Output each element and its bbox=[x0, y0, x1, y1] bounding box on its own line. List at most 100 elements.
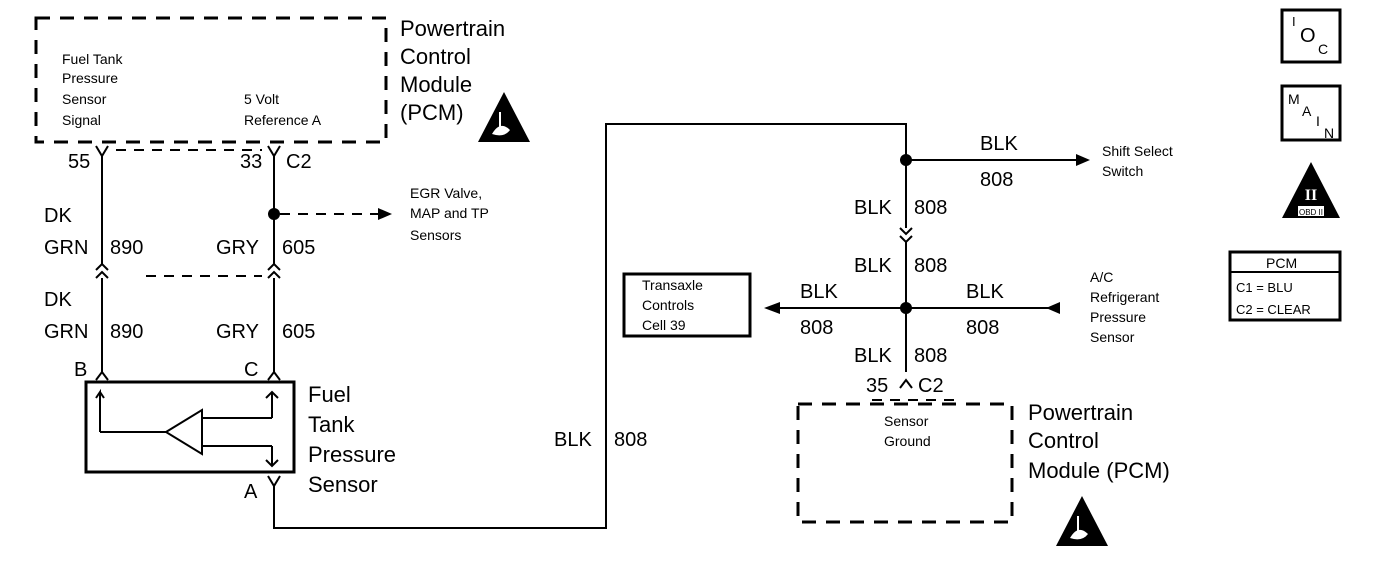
pcm-table-c2: C2 = CLEAR bbox=[1236, 302, 1311, 317]
signal-label-1: Fuel Tank bbox=[62, 51, 123, 67]
transaxle-controls-box bbox=[622, 272, 752, 338]
wire-890-lower-color-1: DK bbox=[44, 289, 72, 311]
down-wire-circuit: 808 bbox=[914, 197, 947, 219]
wire-808-ground bbox=[273, 123, 907, 529]
ac-label-3: Pressure bbox=[1090, 309, 1146, 325]
oc-o: O bbox=[1300, 25, 1316, 47]
obd-numeral: II bbox=[1305, 187, 1317, 204]
pin-33: 33 bbox=[240, 151, 262, 173]
inline-connector-605-icon bbox=[267, 262, 281, 279]
transaxle-label-3: Cell 39 bbox=[642, 317, 686, 333]
inline-connector-808-icon bbox=[899, 227, 913, 244]
oc-c: C bbox=[1318, 41, 1328, 57]
wire-890-upper-color-1: DK bbox=[44, 205, 72, 227]
mid-wire-color: BLK bbox=[854, 255, 892, 277]
wire-605-lower-color: GRY bbox=[216, 321, 259, 343]
connector-c2-top: C2 bbox=[286, 151, 312, 173]
sensor-pin-c: C bbox=[244, 359, 258, 381]
right-wire-color: BLK bbox=[966, 281, 1004, 303]
pcm-bottom-title-2: Control bbox=[1028, 428, 1099, 453]
shift-label-2: Switch bbox=[1102, 163, 1143, 179]
pin-35: 35 bbox=[866, 375, 888, 397]
arrow-egr-icon bbox=[378, 208, 392, 220]
sensor-label-1: Fuel bbox=[308, 382, 351, 407]
wire-890-upper-circuit: 890 bbox=[110, 237, 143, 259]
wire-890-lower-color-2: GRN bbox=[44, 321, 88, 343]
ground-wire-color: BLK bbox=[554, 429, 592, 451]
ac-label-2: Refrigerant bbox=[1090, 289, 1159, 305]
terminal-33-icon bbox=[267, 145, 281, 158]
splice-605 bbox=[268, 208, 280, 220]
left-wire-circuit: 808 bbox=[800, 317, 833, 339]
ref-label-2: Reference A bbox=[244, 112, 322, 128]
wire-890-upper-color-2: GRN bbox=[44, 237, 88, 259]
pcm-top-module: Powertrain Control Module (PCM) Fuel Tan… bbox=[34, 16, 530, 144]
mid-wire-circuit: 808 bbox=[914, 255, 947, 277]
ref-label-1: 5 Volt bbox=[244, 91, 279, 107]
legend-obd-icon: II OBD II bbox=[1282, 162, 1340, 218]
sensor-pin-b: B bbox=[74, 359, 87, 381]
esd-warning-icon-bottom bbox=[1056, 496, 1108, 546]
pcm-top-box bbox=[34, 16, 388, 144]
shift-wire-circuit: 808 bbox=[980, 169, 1013, 191]
esd-warning-icon bbox=[478, 92, 530, 142]
main-n: N bbox=[1324, 125, 1334, 141]
sensor-label-3: Pressure bbox=[308, 442, 396, 467]
pcm-bottom-title-3: Module (PCM) bbox=[1028, 458, 1170, 483]
pcm-top-title-2: Control bbox=[400, 44, 471, 69]
terminal-35-icon bbox=[899, 378, 913, 389]
right-wire-circuit: 808 bbox=[966, 317, 999, 339]
pcm-top-title-3: Module bbox=[400, 72, 472, 97]
legend-oc-icon: I O C bbox=[1280, 8, 1342, 64]
connector-c2-bottom: C2 bbox=[918, 375, 944, 397]
egr-label-3: Sensors bbox=[410, 227, 461, 243]
egr-label-2: MAP and TP bbox=[410, 205, 489, 221]
bottom-wire-circuit: 808 bbox=[914, 345, 947, 367]
left-wire-color: BLK bbox=[800, 281, 838, 303]
down-wire-color: BLK bbox=[854, 197, 892, 219]
pin-55: 55 bbox=[68, 151, 90, 173]
ground-label-2: Ground bbox=[884, 433, 931, 449]
legend-pcm-table: PCM C1 = BLU C2 = CLEAR bbox=[1228, 250, 1342, 322]
pcm-top-title-1: Powertrain bbox=[400, 16, 505, 41]
sensor-terminal-c-icon bbox=[267, 370, 281, 381]
signal-label-3: Sensor bbox=[62, 91, 107, 107]
pcm-bottom-title-1: Powertrain bbox=[1028, 400, 1133, 425]
pcm-top-title-4: (PCM) bbox=[400, 100, 464, 125]
ac-label-4: Sensor bbox=[1090, 329, 1135, 345]
bottom-wire-color: BLK bbox=[854, 345, 892, 367]
ground-label-1: Sensor bbox=[884, 413, 929, 429]
signal-label-2: Pressure bbox=[62, 70, 118, 86]
ac-label-1: A/C bbox=[1090, 269, 1113, 285]
inline-connector-890-icon bbox=[95, 262, 109, 279]
main-i: I bbox=[1316, 113, 1320, 129]
wire-605-upper-circuit: 605 bbox=[282, 237, 315, 259]
obd-label: OBD II bbox=[1299, 208, 1323, 217]
sensor-label-2: Tank bbox=[308, 412, 355, 437]
pcm-table-c1: C1 = BLU bbox=[1236, 280, 1293, 295]
wire-605-upper-color: GRY bbox=[216, 237, 259, 259]
pcm-table-title: PCM bbox=[1266, 255, 1297, 271]
transaxle-label-2: Controls bbox=[642, 297, 694, 313]
terminal-55-icon bbox=[95, 145, 109, 158]
ground-wire-circuit: 808 bbox=[614, 429, 647, 451]
arrow-shift-icon bbox=[1076, 154, 1090, 166]
arrow-transaxle-icon bbox=[764, 302, 780, 314]
pcm-bottom-box bbox=[796, 402, 1014, 524]
legend-main-icon: M A I N bbox=[1280, 84, 1342, 142]
amplifier-symbol-icon bbox=[95, 388, 279, 468]
wire-605-lower-circuit: 605 bbox=[282, 321, 315, 343]
sensor-label-4: Sensor bbox=[308, 472, 378, 497]
shift-wire-color: BLK bbox=[980, 133, 1018, 155]
sensor-pin-a: A bbox=[244, 481, 258, 503]
wire-890-lower-circuit: 890 bbox=[110, 321, 143, 343]
shift-label-1: Shift Select bbox=[1102, 143, 1173, 159]
transaxle-label-1: Transaxle bbox=[642, 277, 703, 293]
arrow-ac-icon bbox=[1046, 302, 1060, 314]
sensor-terminal-b-icon bbox=[95, 370, 109, 381]
oc-sup: I bbox=[1292, 14, 1296, 29]
egr-label-1: EGR Valve, bbox=[410, 185, 482, 201]
fuel-tank-pressure-sensor-box bbox=[84, 380, 296, 474]
main-m: M bbox=[1288, 91, 1300, 107]
